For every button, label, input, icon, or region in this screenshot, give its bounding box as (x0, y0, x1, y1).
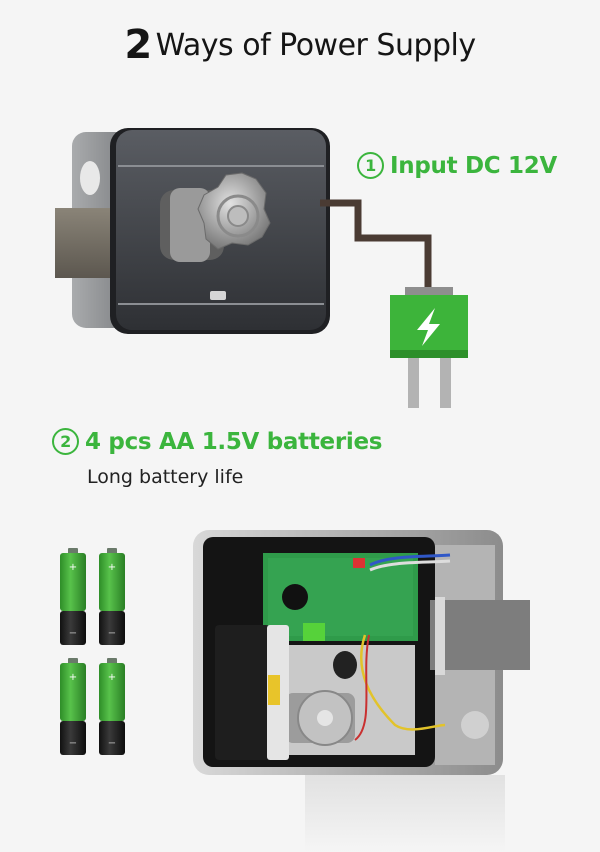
option-number-badge: 1 (357, 152, 384, 179)
option-number-badge: 2 (52, 428, 79, 455)
lightning-icon (417, 308, 440, 346)
title-number: 2 (124, 22, 152, 68)
lock-front-image (55, 128, 330, 334)
option-batteries-label: 4 pcs AA 1.5V batteries (85, 429, 383, 455)
lock-internal-image (193, 530, 530, 852)
aa-batteries-image: + − (60, 548, 125, 755)
dc-power-plug (320, 199, 468, 408)
option-dc-label: Input DC 12V (390, 153, 557, 179)
title-text: Ways of Power Supply (155, 28, 476, 63)
battery-life-note: Long battery life (87, 466, 244, 488)
